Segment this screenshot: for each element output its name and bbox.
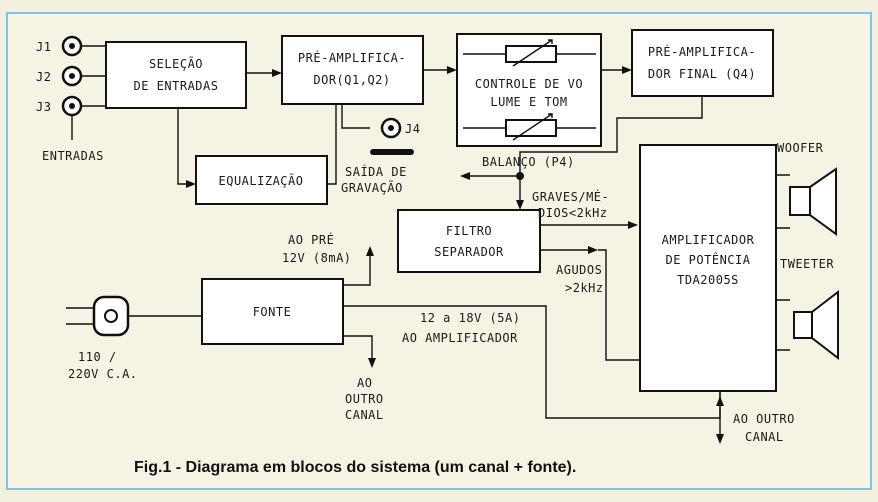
ao-pre-line-2: 12V (8mA) xyxy=(282,251,352,265)
ao-pre-line-1: AO PRÉ xyxy=(288,232,334,247)
graves-line-2: DIOS<2kHz xyxy=(538,206,608,220)
jack-j3-label: J3 xyxy=(36,100,51,114)
amp-outro-canal-line-2: CANAL xyxy=(745,430,784,444)
block-filtro-separador: FILTRO SEPARADOR xyxy=(397,209,541,273)
block-pre-amplificador: PRÉ-AMPLIFICA- DOR(Q1,Q2) xyxy=(281,35,424,105)
woofer-speaker-icon xyxy=(776,167,837,236)
amplificador-line-2: DE POTÊNCIA xyxy=(666,252,751,267)
ao-amp-line-2: AO AMPLIFICADOR xyxy=(402,331,518,345)
balanco-label: BALANÇO (P4) xyxy=(482,155,575,169)
jack-j4-label: J4 xyxy=(405,122,420,136)
jack-j1-label: J1 xyxy=(36,40,51,54)
figure-caption: Fig.1 - Diagrama em blocos do sistema (u… xyxy=(134,459,576,476)
pre-amp-line-2: DOR(Q1,Q2) xyxy=(313,73,390,87)
amp-outro-canal-line-1: AO OUTRO xyxy=(733,412,795,426)
amplificador-line-1: AMPLIFICADOR xyxy=(662,233,755,247)
outro-canal-line-1: AO xyxy=(357,376,372,390)
pre-final-line-2: DOR FINAL (Q4) xyxy=(648,67,756,81)
fonte-label: FONTE xyxy=(253,305,292,319)
amplificador-line-3: TDA2005S xyxy=(677,273,739,287)
volume-line-2: LUME E TOM xyxy=(490,95,567,109)
tweeter-speaker-icon xyxy=(776,289,839,361)
woofer-label: WOOFER xyxy=(777,141,824,155)
gravacao-line-2: GRAVAÇÃO xyxy=(341,180,403,195)
pre-final-line-1: PRÉ-AMPLIFICA- xyxy=(648,44,756,59)
block-controle-volume: CONTROLE DE VO LUME E TOM xyxy=(456,33,602,147)
power-plug-icon xyxy=(66,295,130,337)
volume-line-1: CONTROLE DE VO xyxy=(475,77,583,91)
selecao-line-1: SELEÇÃO xyxy=(149,56,203,71)
inputs-label: ENTRADAS xyxy=(42,149,104,163)
equalizacao-label: EQUALIZAÇÃO xyxy=(219,173,304,188)
block-pre-amp-final: PRÉ-AMPLIFICA- DOR FINAL (Q4) xyxy=(631,29,774,97)
ao-amp-line-1: 12 a 18V (5A) xyxy=(420,311,520,325)
outro-canal-line-3: CANAL xyxy=(345,408,384,422)
block-fonte: FONTE xyxy=(201,278,344,345)
tweeter-label: TWEETER xyxy=(780,257,834,271)
tensao-line-1: 110 / xyxy=(78,350,117,364)
pre-amp-line-1: PRÉ-AMPLIFICA- xyxy=(298,50,406,65)
filtro-line-2: SEPARADOR xyxy=(434,245,504,259)
agudos-line-1: AGUDOS xyxy=(556,263,602,277)
block-equalizacao: EQUALIZAÇÃO xyxy=(195,155,328,205)
gravacao-line-1: SAÍDA DE xyxy=(345,164,407,179)
outro-canal-line-2: OUTRO xyxy=(345,392,384,406)
filtro-line-1: FILTRO xyxy=(446,224,492,238)
jack-j2-label: J2 xyxy=(36,70,51,84)
input-jacks: J1 J2 J3 ENTRADAS xyxy=(36,35,106,163)
graves-line-1: GRAVES/MÉ- xyxy=(532,189,609,204)
block-amplificador-potencia: AMPLIFICADOR DE POTÊNCIA TDA2005S xyxy=(639,144,777,392)
agudos-line-2: >2kHz xyxy=(565,281,604,295)
selecao-line-2: DE ENTRADAS xyxy=(134,79,219,93)
block-selecao-entradas: SELEÇÃO DE ENTRADAS xyxy=(105,41,247,109)
tensao-line-2: 220V C.A. xyxy=(68,367,138,381)
